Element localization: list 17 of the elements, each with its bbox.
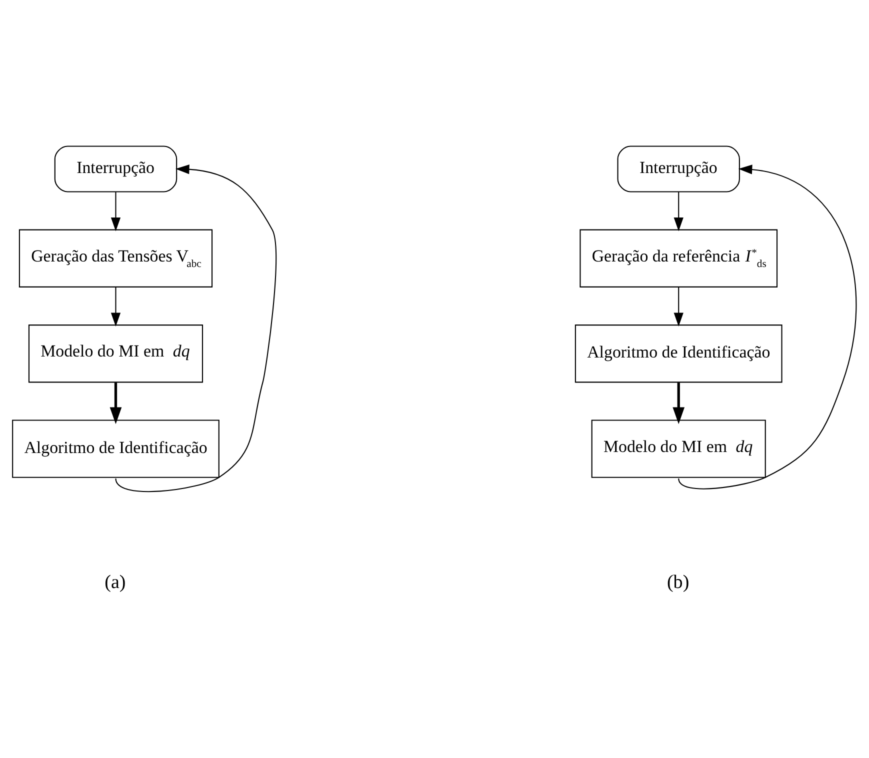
node-box: Modelo do MI em dq bbox=[591, 420, 766, 478]
node-box: Interrupção bbox=[54, 146, 178, 192]
arrow bbox=[110, 287, 121, 327]
arrow bbox=[115, 164, 276, 492]
arrow bbox=[678, 164, 857, 490]
arrow bbox=[672, 382, 685, 424]
arrow bbox=[110, 192, 121, 232]
label: (b) bbox=[666, 572, 690, 593]
node-box: Algoritmo de Identificação bbox=[574, 324, 782, 383]
label: (a) bbox=[104, 572, 126, 593]
node-box: Geração das Tensões V$_{abc}$ bbox=[18, 229, 213, 288]
node-box: Interrupção bbox=[617, 146, 740, 192]
node-box: Modelo do MI em dq bbox=[28, 324, 204, 383]
arrow bbox=[674, 287, 684, 327]
node-box: Algoritmo de Identificação bbox=[12, 420, 220, 478]
arrow bbox=[110, 382, 122, 424]
arrow bbox=[674, 192, 684, 232]
